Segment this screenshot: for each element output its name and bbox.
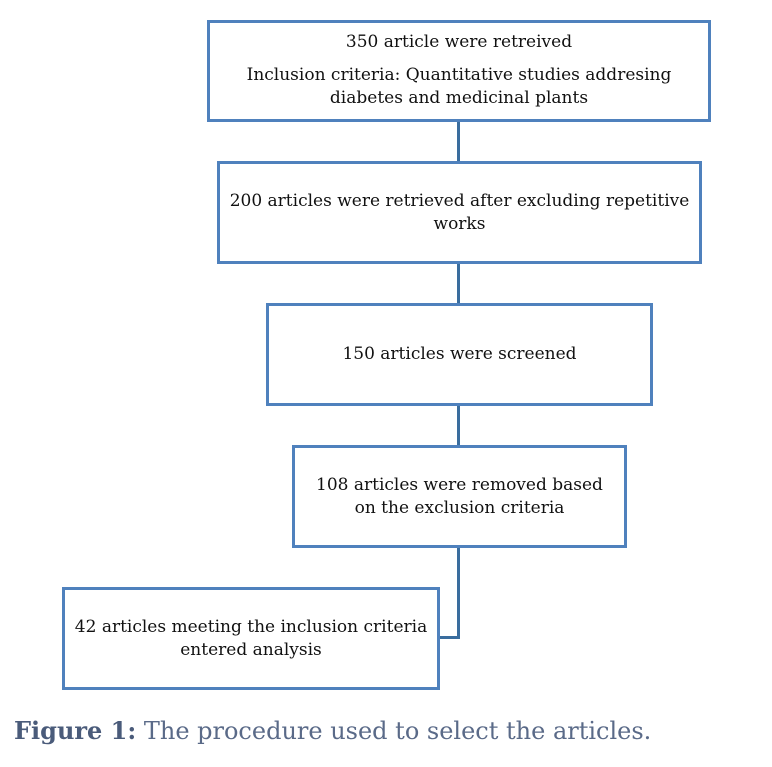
flow-box-retrieved-count: 350 article were retreived [345, 32, 573, 52]
flow-box-deduplicated: 200 articles were retrieved after exclud… [217, 161, 702, 264]
connector-1-2 [457, 120, 460, 162]
connector-3-4 [457, 404, 460, 446]
flow-box-screened: 150 articles were screened [266, 303, 653, 406]
figure-caption: Figure 1: The procedure used to select t… [14, 716, 651, 745]
flow-box-inclusion-criteria: Inclusion criteria: Quantitative studies… [246, 65, 672, 108]
connector-4-5-vertical [457, 546, 460, 638]
flow-box-removed-text: 108 articles were removed based on the e… [316, 474, 603, 518]
flow-box-analysis-text: 42 articles meeting the inclusion criter… [74, 616, 428, 660]
figure-caption-label: Figure 1: [14, 716, 137, 745]
figure-caption-text: The procedure used to select the article… [136, 717, 652, 745]
flow-box-deduplicated-text: 200 articles were retrieved after exclud… [229, 190, 690, 234]
flow-box-screened-text: 150 articles were screened [342, 344, 577, 364]
flow-box-removed: 108 articles were removed based on the e… [292, 445, 627, 548]
connector-2-3 [457, 262, 460, 304]
flow-box-retrieved: 350 article were retreived Inclusion cri… [207, 20, 711, 122]
flow-box-analysis: 42 articles meeting the inclusion criter… [62, 587, 440, 690]
connector-4-5-horizontal [438, 636, 460, 639]
